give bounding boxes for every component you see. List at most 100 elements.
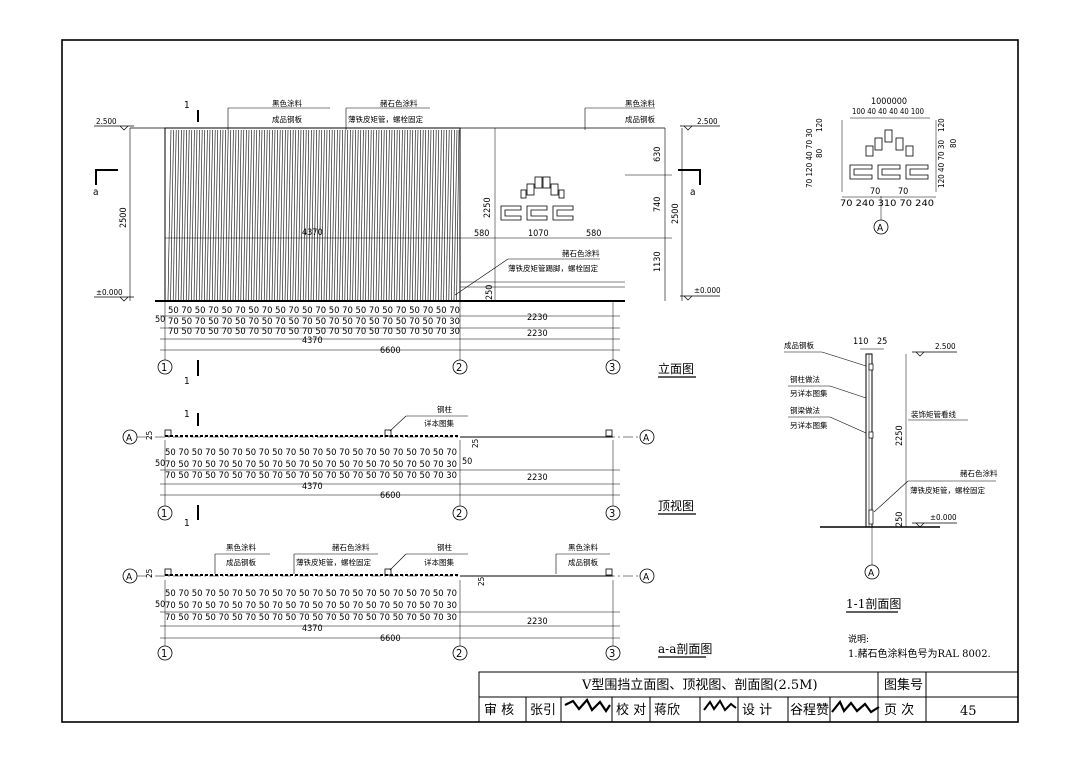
hatch-line [380,129,385,301]
label-black-paint-right: 黑色涂料 [625,98,655,108]
dim-250-inner: 250 [485,285,495,300]
hatch-line [323,129,328,301]
dim-630: 630 [653,147,663,162]
aa-label-steel-panel-r: 成品钢板 [568,557,598,567]
axis-1-elev: 1 [161,361,167,374]
hatch-line [237,129,242,301]
ornament-side-dims: 100 40 40 40 40 100 [852,107,924,116]
dim-580-a: 580 [474,229,489,239]
s11-dim-110: 110 [853,337,868,347]
hatch-line [331,129,336,301]
hatch-line [328,129,333,301]
s11-label-ocher-paint: 赭石色涂料 [960,468,998,478]
axis-3-aa: 3 [609,647,615,660]
hatch-line [404,129,408,301]
hatch-line [209,129,213,301]
section-mark-a-right: a [690,187,696,198]
section-mark-1-top: 1 [184,100,190,111]
top-section-mark-1: 1 [184,409,190,420]
dim-4370-inner: 4370 [302,228,323,238]
hatch-line [248,129,252,301]
aa-dim-25: 25 [145,569,154,578]
ornament-v-left: 70 120 40 70 30 [805,128,814,188]
axis-2-elev: 2 [456,361,462,374]
hatch-line [391,129,395,301]
hatch-line [357,129,362,301]
hatch-line [414,129,419,301]
design-name: 谷程赞 [790,703,829,718]
axis-3-elev: 3 [609,361,615,374]
hatch-line [271,129,276,301]
s11-dim-25: 25 [877,337,887,347]
hatch-line [341,129,346,301]
hatch-line [204,129,208,301]
hatch-line [412,129,416,301]
axis-A-top-right: A [643,433,650,444]
hatch-line [409,129,414,301]
level-top-left: 2.500 [96,117,117,126]
s11-level-zero: ±0.000 [930,513,957,522]
s11-label-steel-panel: 成品钢板 [784,340,814,350]
top-dim-row-b: 70 50 70 50 70 50 70 50 70 50 70 50 70 5… [165,460,457,470]
aa-dim-6600: 6600 [380,634,401,644]
ornament-bottom-70b: 70 [898,187,908,197]
hatch-line [443,129,447,301]
dim-740: 740 [653,197,663,212]
hatch-line [167,129,172,301]
hatch-line [453,129,458,301]
label-tube-bolt: 薄铁皮矩管，螺栓固定 [348,114,423,124]
hatch-line [406,129,411,301]
hatch-line [183,129,187,301]
hatch-line [232,129,237,301]
hatch-line [230,129,234,301]
hatch-line [245,129,250,301]
hatch-line [253,129,258,301]
label-black-paint: 黑色涂料 [272,98,302,108]
dim-row-a: 50 70 50 70 50 70 50 70 50 70 50 70 50 7… [168,306,460,316]
section-aa-title: a-a剖面图 [658,642,712,656]
hatch-line [352,129,356,301]
s11-label-see-atlas-2: 另详本图集 [790,420,828,430]
axis-A-aa-left: A [126,572,133,583]
design-label: 设 计 [742,703,772,718]
hatch-line [321,129,325,301]
ornament-v-right-120: 120 [937,118,946,132]
hatch-line [313,129,317,301]
top-dim-6600: 6600 [380,491,401,501]
hatch-line [326,129,330,301]
aa-label-black-paint: 黑色涂料 [226,542,256,552]
hatch-line [274,129,278,301]
elevation-view: 2.500 ±0.000 2.500 ±0.000 2500 a a 1 1 黑… [93,98,721,387]
dim-2250-inner: 2250 [483,197,493,218]
top-label-steel-column: 钢柱 [437,404,452,414]
hatch-line [425,129,429,301]
hatch-line [430,129,434,301]
aa-dim-row-b: 70 50 70 50 70 50 70 50 70 50 70 50 70 5… [165,601,457,611]
ornament-bottom-70: 70 [870,187,880,197]
top-dim-25: 25 [145,431,154,440]
s11-label-see-atlas-1: 另详本图集 [790,388,828,398]
s11-dim-2250: 2250 [895,425,905,446]
aa-label-steel-panel: 成品钢板 [226,557,256,567]
review-name: 张引 [530,703,556,718]
page-label: 页 次 [884,702,914,718]
hatch-line [456,129,460,301]
axis-2-top: 2 [456,507,462,520]
hatch-line [318,129,323,301]
hatch-line [284,129,289,301]
hatch-line [401,129,406,301]
aa-dim-4370: 4370 [302,624,323,634]
hatch-line [235,129,239,301]
check-name: 蒋欣 [654,703,680,718]
drawing-title: V型围挡立面图、顶视图、剖面图(2.5M) [581,678,818,693]
hatch-line [336,129,341,301]
ornament-bottom-dims: 70 240 310 70 240 [840,199,934,209]
aa-label-tube-bolt: 薄铁皮矩管，螺栓固定 [296,557,371,567]
top-label-see-atlas: 详本图集 [424,418,454,428]
top-dim-4370: 4370 [302,482,323,492]
title-block-text: V型围挡立面图、顶视图、剖面图(2.5M) 图集号 审 核 张引 校 对 蒋欣 … [484,677,977,719]
ornament-axis-A: A [877,223,884,234]
s11-label-deco-tube: 装饰矩管看线 [911,409,956,419]
hatch-line [347,129,351,301]
